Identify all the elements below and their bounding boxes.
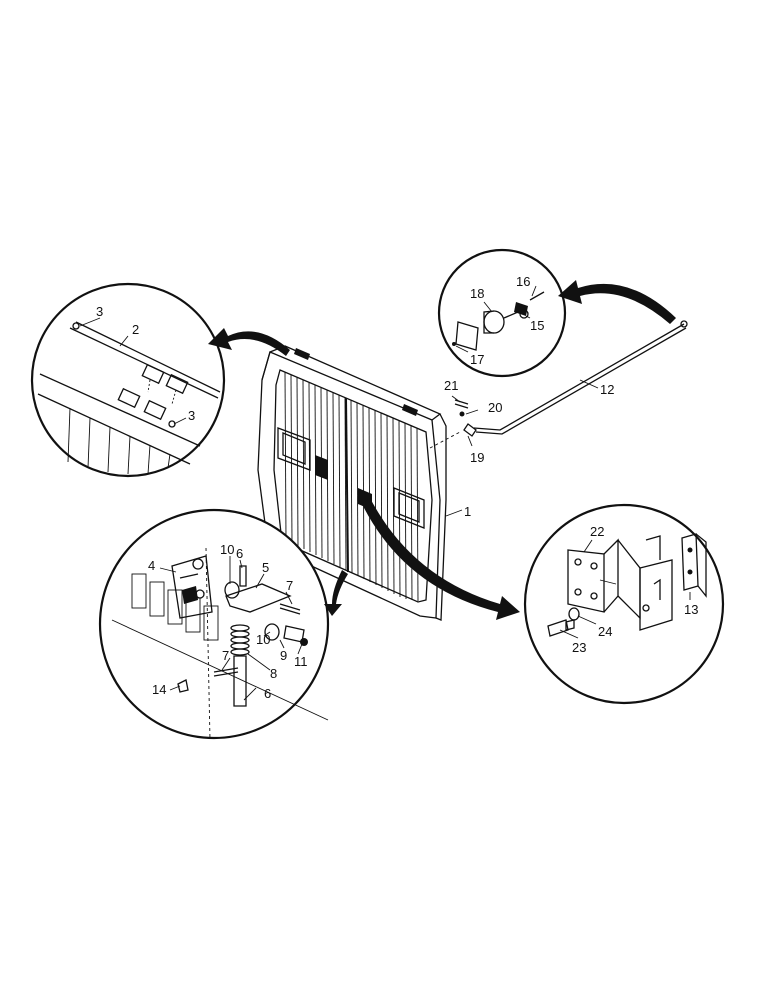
callout-2: 2 <box>132 322 139 337</box>
leader-lines <box>79 285 691 701</box>
rod-assembly <box>429 320 688 449</box>
callout-18: 18 <box>470 286 484 301</box>
callout-17: 17 <box>470 352 484 367</box>
detail-rod-end <box>437 248 567 378</box>
callout-5: 5 <box>262 560 269 575</box>
callout-1: 1 <box>464 504 471 519</box>
detail-hinge-rod <box>30 282 226 478</box>
callout-7-right: 7 <box>286 578 293 593</box>
callout-15: 15 <box>530 318 544 333</box>
direction-arrows <box>208 280 676 620</box>
callout-6-top: 6 <box>236 546 243 561</box>
callout-9: 9 <box>280 648 287 663</box>
callout-labels: 1 2 3 3 4 5 6 6 7 7 8 9 10 10 11 12 13 1… <box>96 274 698 701</box>
callout-3-top: 3 <box>96 304 103 319</box>
callout-14: 14 <box>152 682 166 697</box>
grille-panel <box>257 345 447 621</box>
callout-7-left: 7 <box>222 648 229 663</box>
callout-24: 24 <box>598 624 612 639</box>
callout-19: 19 <box>470 450 484 465</box>
callout-10-bottom: 10 <box>256 632 270 647</box>
callout-23: 23 <box>572 640 586 655</box>
callout-22: 22 <box>590 524 604 539</box>
callout-10-top: 10 <box>220 542 234 557</box>
callout-4: 4 <box>148 558 155 573</box>
callout-3-bottom: 3 <box>188 408 195 423</box>
callout-16: 16 <box>516 274 530 289</box>
callout-8: 8 <box>270 666 277 681</box>
callout-12: 12 <box>600 382 614 397</box>
detail-latch-mechanism <box>98 508 330 741</box>
spring <box>230 624 250 656</box>
detail-bracket <box>523 503 725 705</box>
callout-20: 20 <box>488 400 502 415</box>
callout-21: 21 <box>444 378 458 393</box>
callout-13: 13 <box>684 602 698 617</box>
callout-11: 11 <box>294 654 308 669</box>
callout-6-bottom: 6 <box>264 686 271 701</box>
